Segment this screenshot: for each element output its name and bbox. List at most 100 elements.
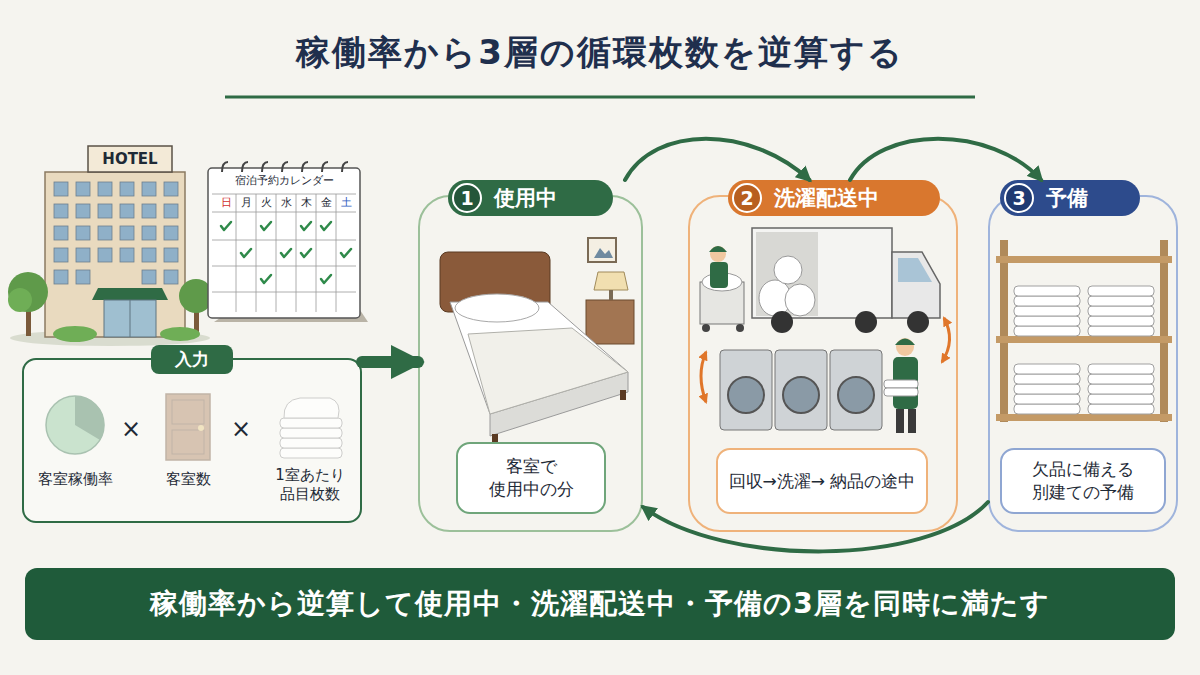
node-text: 欠品に備える 別建ての予備: [1012, 458, 1154, 504]
input-label: 客室稼働率: [25, 470, 125, 489]
shelf-illustration: [996, 256, 1172, 263]
washer-illustration: [908, 409, 916, 433]
hotel-illustration: [54, 248, 68, 262]
truck-illustration: [756, 232, 818, 316]
hotel-illustration: [164, 248, 178, 262]
calendar-illustration: [316, 194, 317, 312]
hotel-illustration: [120, 248, 134, 262]
shelf-illustration: [1088, 384, 1154, 394]
stage-panel: 予備欠品に備える 別建ての予備3: [988, 180, 1178, 532]
input-label: 客室数: [140, 470, 236, 489]
washer-illustration: [896, 338, 914, 356]
hotel-illustration: [76, 226, 90, 240]
bed-illustration: [468, 328, 628, 414]
hotel-illustration: [76, 248, 90, 262]
hotel-illustration: [164, 226, 178, 240]
hotel-illustration: [130, 300, 131, 337]
washer-illustration: [895, 339, 915, 346]
description-box: 回収→洗濯→ 納品の途中: [716, 448, 928, 514]
truck-illustration: [774, 256, 802, 284]
truck-illustration: [892, 252, 940, 318]
hotel-illustration: [104, 300, 156, 337]
weekday: 木: [296, 196, 316, 210]
shelf-illustration: [1014, 374, 1080, 384]
shelf-illustration: [1088, 306, 1154, 316]
title-underline: [225, 96, 975, 99]
calendar-illustration: [341, 249, 351, 257]
shelf-illustration: [1088, 394, 1154, 404]
calendar-illustration: [222, 162, 228, 172]
bed-illustration: [588, 238, 616, 262]
washer-illustration: [830, 350, 882, 430]
bed-illustration: [609, 290, 613, 300]
washer-illustration: [838, 377, 874, 413]
hotel-illustration: [45, 172, 185, 337]
flow-arrow: [362, 356, 418, 368]
shelf-illustration: [1160, 240, 1168, 422]
weekday: 金: [316, 196, 336, 210]
calendar-illustration: [256, 194, 257, 312]
shelf-illustration: [1014, 364, 1080, 374]
hotel-illustration: [76, 182, 90, 196]
calendar-illustration: [321, 222, 331, 230]
weekday: 水: [276, 196, 296, 210]
calendar-illustration: [336, 194, 337, 312]
hotel-illustration: [54, 204, 68, 218]
weekday: 土: [336, 196, 356, 210]
hotel-illustration: [98, 248, 112, 262]
washer-illustration: [728, 377, 764, 413]
shelf-illustration: [1014, 286, 1154, 414]
hotel-illustration: [88, 146, 172, 172]
description-box: 欠品に備える 別建ての予備: [1000, 448, 1166, 514]
shelf-illustration: [1014, 326, 1080, 336]
shelf-illustration: [1014, 394, 1080, 404]
hotel-illustration: [54, 270, 68, 284]
washer-illustration: [701, 352, 706, 402]
washer-illustration: [775, 350, 827, 430]
calendar-illustration: [261, 275, 271, 283]
shelf-illustration: [1088, 286, 1154, 296]
hotel-illustration: [120, 204, 134, 218]
calendar-illustration: [282, 162, 288, 172]
calendar-illustration: [342, 162, 348, 172]
hotel-illustration: [142, 248, 156, 262]
calendar-illustration: [212, 240, 356, 241]
hotel-illustration: [164, 270, 178, 284]
hotel-illustration: [142, 226, 156, 240]
hotel-illustration: [98, 204, 112, 218]
hotel-illustration: [164, 182, 178, 196]
calendar-illustration: [296, 194, 297, 312]
truck-illustration: [710, 262, 728, 288]
shelf-illustration: [1014, 296, 1080, 306]
truck-illustration: [898, 258, 932, 282]
shelf-illustration: [1014, 306, 1080, 316]
washer-illustration: [701, 318, 950, 433]
calendar-illustration: [301, 222, 311, 230]
truck-illustration: [710, 246, 726, 262]
hotel-illustration: [142, 270, 156, 284]
hotel-illustration: [54, 182, 178, 284]
shelf-illustration: [1014, 384, 1080, 394]
hotel-illustration: [98, 226, 112, 240]
hotel-illustration: [164, 204, 178, 218]
truck-illustration: [855, 311, 877, 333]
bed-illustration: [594, 248, 613, 258]
truck-illustration: [736, 324, 744, 332]
truck-illustration: [771, 311, 793, 333]
hotel-illustration: [142, 204, 156, 218]
callout-number: 3: [1004, 183, 1034, 213]
calendar-illustration: [208, 162, 368, 322]
calendar-illustration: [301, 249, 311, 257]
washer-illustration: [884, 388, 918, 396]
flow-arrow: [850, 139, 1041, 180]
hotel-illustration: [76, 270, 90, 284]
input-label: 1室あたり 品目枚数: [260, 466, 360, 504]
hotel-illustration: [53, 326, 97, 342]
weekday: 日: [216, 196, 236, 210]
calendar-illustration: [212, 212, 356, 213]
shelf-illustration: [1014, 404, 1080, 414]
washer-illustration: [783, 377, 819, 413]
shelf-illustration: [996, 414, 1172, 421]
callout-number: 2: [732, 183, 762, 213]
